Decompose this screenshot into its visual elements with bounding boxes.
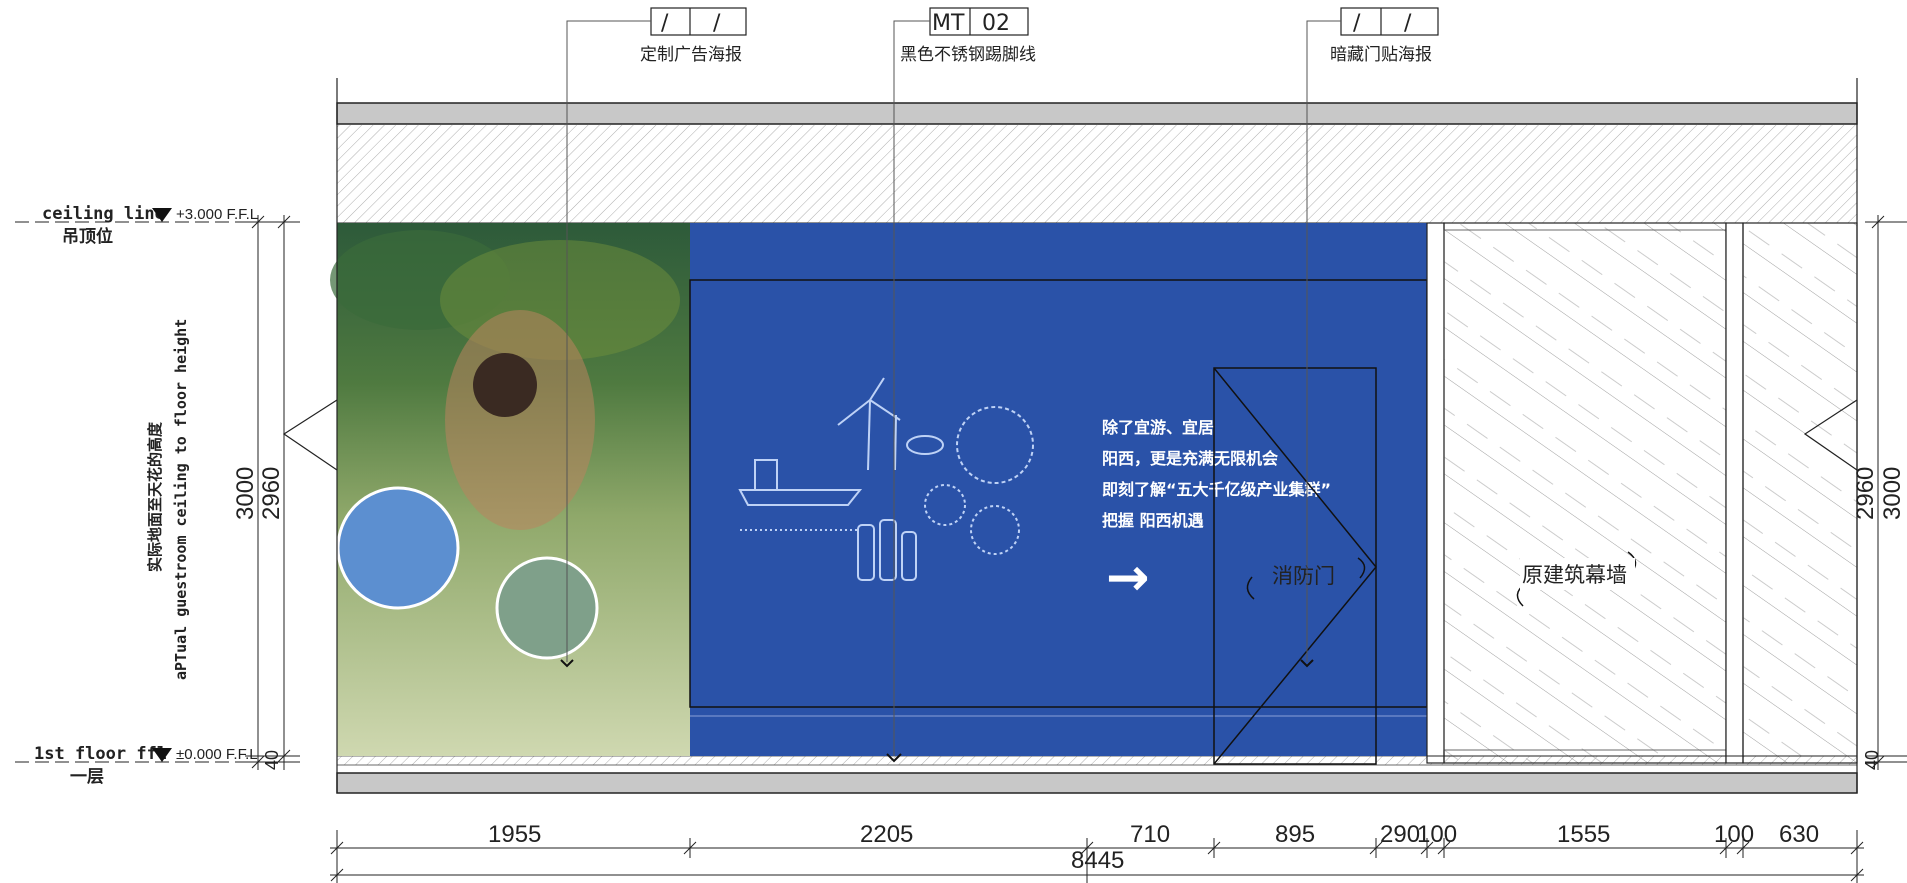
svg-text:ceiling line: ceiling line: [42, 204, 165, 224]
callout-1: / / 定制广告海报: [560, 7, 747, 668]
left-dim-total: 3000: [232, 467, 259, 520]
break-line-left: [282, 399, 338, 471]
svg-text:MT: MT: [932, 11, 965, 36]
height-note-en: aPTual guestroom ceiling to floor height: [172, 319, 190, 680]
right-dim-base: 40: [1862, 750, 1882, 770]
callout-2-label: 黑色不锈钢踢脚线: [900, 45, 1036, 65]
poster-line-2: 阳西，更是充满无限机会: [1102, 449, 1278, 468]
bottom-dim-4: 895: [1275, 821, 1315, 848]
svg-text:1st floor ffl: 1st floor ffl: [34, 744, 167, 764]
curtain-wall-label: 原建筑幕墙: [1522, 563, 1627, 587]
floor-level-marker: 1st floor ffl ±0.000 F.F.L 一层: [15, 744, 300, 787]
industry-graphics: [738, 377, 1034, 581]
svg-text:±0.000 F.F.L: ±0.000 F.F.L: [176, 746, 258, 763]
overall-dim: 8445: [1071, 847, 1124, 874]
svg-text:+3.000 F.F.L: +3.000 F.F.L: [176, 206, 258, 223]
ceiling-void: [336, 123, 1858, 224]
ceiling-level-marker: ceiling line +3.000 F.F.L 吊顶位: [15, 204, 300, 247]
svg-text:一层: 一层: [70, 767, 104, 787]
bottom-dim-7: 1555: [1557, 821, 1610, 848]
poster-line-4: 把握 阳西机遇: [1102, 511, 1204, 530]
bottom-dim-5: 290: [1380, 821, 1420, 848]
right-dim-clear: 2960: [1852, 467, 1879, 520]
svg-text:/: /: [713, 11, 721, 36]
bottom-dim-9: 630: [1779, 821, 1819, 848]
svg-text:/: /: [1404, 11, 1412, 36]
bottom-dim-6: 100: [1417, 821, 1457, 848]
height-note-cn: 实际地面至天花的高度: [146, 421, 164, 572]
svg-text:02: 02: [982, 11, 1010, 36]
resort-thumbnail: [336, 486, 460, 610]
bottom-dimension-chain: [330, 830, 1864, 883]
svg-text:/: /: [661, 11, 669, 36]
top-slab: [336, 102, 1858, 125]
poster-arrow-icon: →: [1106, 548, 1150, 608]
callout-3: / / 暗藏门贴海报: [1300, 7, 1439, 668]
bottom-dim-3: 710: [1130, 821, 1170, 848]
callout-1-label: 定制广告海报: [640, 45, 742, 65]
hot-spring-thumbnail: [495, 556, 599, 660]
left-vertical-dimensions: [245, 215, 300, 770]
svg-text:吊顶位: 吊顶位: [62, 226, 113, 247]
bottom-dim-8: 100: [1714, 821, 1754, 848]
poster-line-3: 即刻了解“五大千亿级产业集群”: [1102, 480, 1331, 499]
callout-2: MT 02 黑色不锈钢踢脚线: [886, 7, 1036, 763]
break-line-right: [1803, 399, 1858, 471]
fire-door-label: 消防门: [1272, 564, 1335, 588]
poster-line-1: 除了宜游、宜居: [1102, 418, 1214, 437]
bottom-dim-2: 2205: [860, 821, 913, 848]
left-dim-clear: 2960: [258, 467, 285, 520]
spa-poster: [330, 223, 690, 756]
right-vertical-dimensions: [1865, 215, 1907, 770]
right-dim-total: 3000: [1879, 467, 1906, 520]
bottom-dim-1: 1955: [488, 821, 541, 848]
callout-3-label: 暗藏门贴海报: [1330, 45, 1432, 65]
floor-slab: [336, 772, 1858, 794]
curtain-wall: [1426, 222, 1858, 764]
svg-text:/: /: [1353, 11, 1361, 36]
fire-door: [1213, 367, 1377, 765]
left-dim-base: 40: [262, 750, 282, 770]
